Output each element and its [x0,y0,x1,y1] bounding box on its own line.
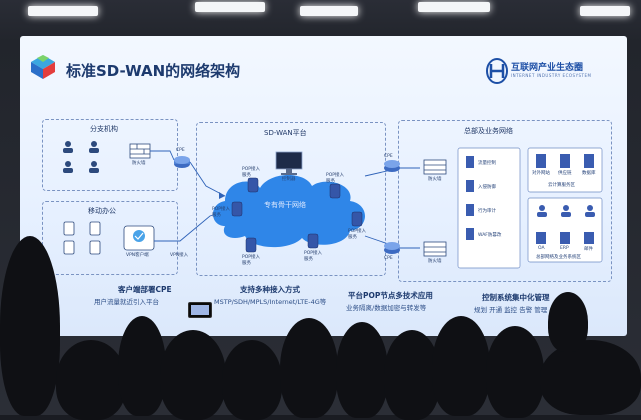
backbone-cloud [212,174,365,248]
audience-silhouette [280,318,338,418]
audience-phone-screen [191,305,209,315]
router-icon [174,156,190,168]
ceiling-light [28,6,98,16]
vpn-client-label: VPN客户端 [126,253,149,258]
region-mobile [42,201,178,275]
pop-label: POP接入 服务 [242,167,260,178]
pop-label: POP接入 服务 [304,251,322,262]
architecture-diagram [63,141,603,269]
vpn-access-label: VPN接入 [170,253,189,258]
region-branch [42,119,178,191]
audience-silhouette [160,330,226,420]
region-mobile-label: 移动办公 [88,207,116,215]
audience-silhouette [384,330,440,420]
app-label: ERP [560,246,569,251]
pop-server-icons [231,177,363,253]
ecosystem-logo-icon [486,58,508,84]
firewall-icon [129,143,151,159]
firewall-label: 防火墙 [132,161,146,166]
caption-title: 客户端部署CPE [118,285,172,294]
caption-subtitle: 用户流量就近引入平台 [94,298,159,306]
caption-subtitle: 业务隔离/数据加密与转发等 [346,304,427,312]
brand-logo: 互联网产业生态圈 INTERNET INDUSTRY ECOSYSTEM [485,56,605,90]
region-platform [196,122,386,276]
audience-phone [188,302,212,318]
audience-silhouette [432,316,490,416]
hq-firewall-label: 防火墙 [428,259,442,264]
hq-cpe-label: CPE [384,154,393,159]
ceiling-light [418,2,490,12]
backbone-label: 专有骨干网络 [264,201,306,209]
security-service-label: 流量控制 [478,161,496,166]
vpn-client-icon [123,225,155,251]
app-area-label: 总部网络及业务系统区 [536,255,581,260]
caption-title: 平台POP节点多技术应用 [348,291,433,300]
app-label: 邮件 [584,247,593,252]
user-icon-group [63,141,99,173]
ceiling-light [300,6,358,16]
audience-silhouette [222,340,282,420]
security-service-label: WAF防篡改 [478,233,502,238]
hq-cpe-label: CPE [384,256,393,261]
pop-label: POP接入 服务 [326,173,344,184]
pop-label: POP接入 服务 [242,255,260,266]
projection-screen: 标准SD-WAN的网络架构 互联网产业生态圈 INTERNET INDUSTRY… [20,36,627,336]
pop-label: POP接入 服务 [212,207,230,218]
controller-label: 控制器 [282,177,296,182]
caption-subtitle: MSTP/SDH/MPLS/Internet/LTE-4G等 [214,298,327,306]
hq-router-icons [384,160,400,254]
region-hq-label: 总部及业务网络 [464,127,513,135]
audience-silhouette [336,322,388,418]
controller-monitor-icon [275,151,303,175]
slide-title: 标准SD-WAN的网络架构 [66,62,241,80]
ceiling-light [580,6,630,16]
cpe-label: CPE [176,148,185,153]
brand-subtitle: INTERNET INDUSTRY ECOSYSTEM [511,73,592,78]
audience-silhouette [56,340,126,420]
region-hq [398,120,612,282]
cube-logo-icon [31,55,55,79]
ceiling-light [195,2,265,12]
caption-title: 支持多种接入方式 [240,285,300,294]
hq-firewall-label: 防火墙 [428,177,442,182]
server-label: 数据库 [582,171,596,176]
server-label: 供应链 [558,171,572,176]
caption-title: 控制系统集中化管理 [482,293,550,302]
region-branch-label: 分支机构 [90,125,118,133]
audience-silhouette [0,236,60,416]
server-label: 对外网站 [532,171,550,176]
pop-label: POP接入 服务 [348,229,366,240]
security-service-label: 入侵防御 [478,185,496,190]
hq-firewall-icons [423,159,447,257]
audience-silhouette [486,326,544,418]
brand-name: 互联网产业生态圈 [511,63,584,73]
audience-silhouette [540,340,641,415]
region-platform-label: SD-WAN平台 [264,129,307,137]
cloud-area-label: 云计算服务区 [548,183,575,188]
app-label: OA [538,246,545,251]
audience-silhouette [118,316,166,416]
caption-subtitle: 规划 开通 监控 告警 管理 [474,306,548,314]
mobile-device-icons [63,221,101,255]
security-service-label: 行为审计 [478,209,496,214]
audience-silhouette [548,292,588,352]
